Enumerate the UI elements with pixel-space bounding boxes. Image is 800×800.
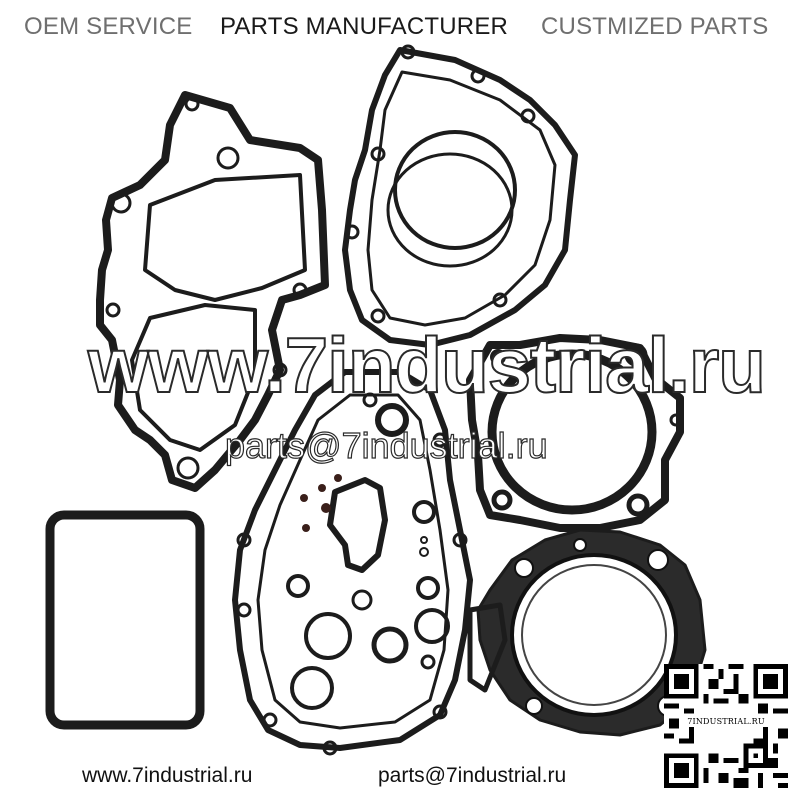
watermark-email: parts@7industrial.ru bbox=[224, 424, 548, 466]
cylinder-base-gasket bbox=[466, 334, 684, 532]
header-banner: OEM SERVICE PARTS MANUFACTURER CUSTMIZED… bbox=[0, 0, 800, 54]
crankcase-gasket-left bbox=[96, 91, 329, 492]
footer-site-link[interactable]: www.7industrial.ru bbox=[82, 764, 253, 787]
clutch-cover-gasket bbox=[342, 44, 578, 348]
gasket-kit-photo bbox=[45, 44, 707, 756]
header-oem-service: OEM SERVICE bbox=[24, 13, 193, 40]
valve-cover-gasket bbox=[45, 510, 205, 730]
crankcase-cover-gasket bbox=[232, 369, 473, 756]
cylinder-head-gasket bbox=[467, 528, 707, 737]
watermark-site: www.7industrial.ru bbox=[87, 320, 767, 410]
qr-label: 7INDUSTRIAL.RU bbox=[682, 716, 770, 727]
small-o-rings bbox=[300, 474, 342, 532]
header-parts-manufacturer: PARTS MANUFACTURER bbox=[220, 13, 509, 40]
header-customized-parts: CUSTMIZED PARTS bbox=[541, 13, 769, 40]
footer-email-link[interactable]: parts@7industrial.ru bbox=[378, 764, 567, 787]
